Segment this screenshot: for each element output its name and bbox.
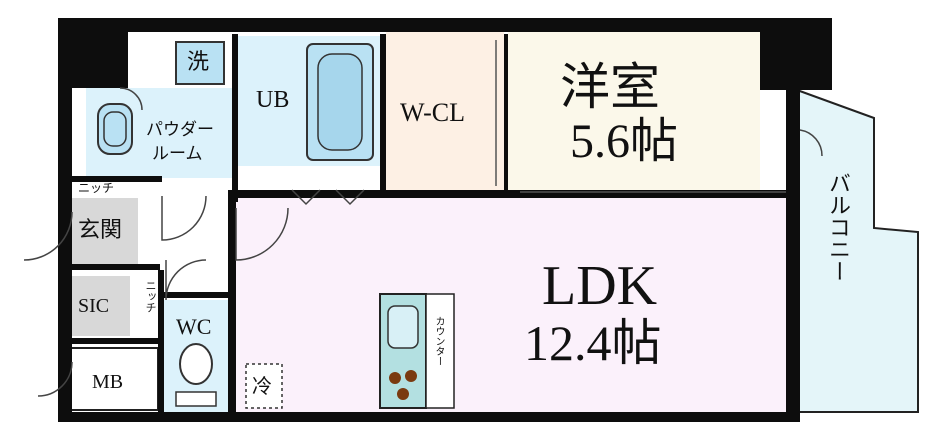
washer — [175, 41, 225, 85]
kitchen-sink — [387, 305, 419, 349]
walls — [58, 18, 832, 422]
stove-burner — [405, 370, 417, 382]
stove-burner — [397, 388, 409, 400]
ldk-room-size: 12.4帖 — [524, 315, 662, 371]
ldk-floor — [236, 195, 796, 417]
counter — [425, 293, 455, 409]
sink-basin — [97, 103, 133, 155]
western-room-floor — [508, 32, 760, 190]
wc-label: WC — [176, 314, 212, 339]
wcl-label: W-CL — [400, 98, 465, 127]
niche-side-label: ニッチ — [144, 280, 157, 313]
toilet-tank — [175, 391, 217, 407]
ldk-room-name: LDK — [542, 255, 658, 317]
ub-label: UB — [256, 87, 290, 113]
sic-floor — [72, 276, 130, 336]
fridge-space — [245, 363, 283, 409]
bathtub-inner — [317, 53, 363, 151]
door-swings — [23, 87, 823, 397]
toilet-bowl — [179, 343, 213, 385]
fridge-label: 冷 — [252, 374, 272, 398]
counter-label: カウンター — [433, 316, 444, 366]
entrance-floor — [72, 198, 138, 264]
sink-inner — [103, 111, 127, 147]
niche-top-label: ニッチ — [78, 181, 115, 195]
entrance-label: 玄関 — [78, 218, 123, 243]
washer-label: 洗 — [187, 50, 210, 75]
stove-burner — [389, 372, 401, 384]
sliding-door-rails — [495, 40, 786, 193]
wcl-floor — [386, 32, 504, 190]
mb-space — [69, 347, 159, 411]
sic-label: SIC — [78, 295, 110, 317]
mb-label: MB — [92, 371, 124, 393]
powder-room-label-2: ルーム — [152, 144, 203, 164]
powder-room-label-1: パウダー — [146, 120, 214, 140]
balcony-label: バルコニー — [825, 172, 850, 282]
western-room-size: 5.6帖 — [570, 115, 679, 168]
western-room-name: 洋室 — [560, 59, 660, 115]
